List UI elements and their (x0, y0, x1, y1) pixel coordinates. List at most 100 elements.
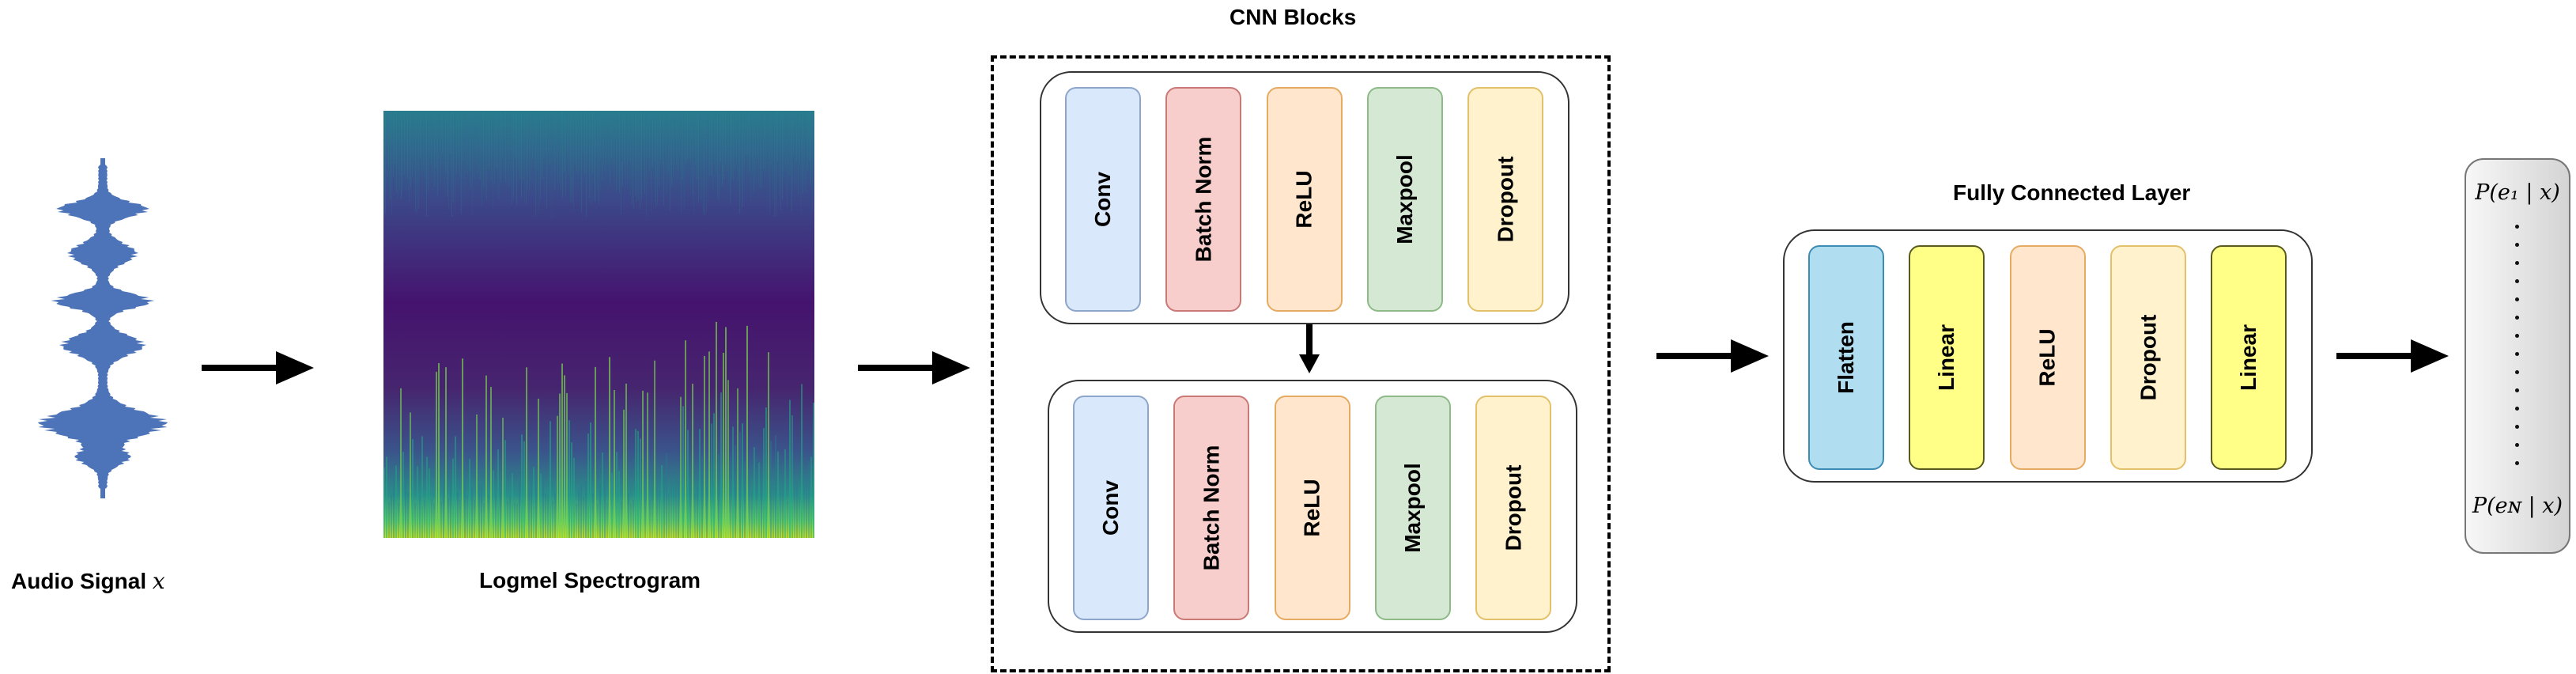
block2-dropout-layer: Dropout (1475, 396, 1551, 620)
spectrogram-band (791, 111, 792, 212)
spectrogram-band (470, 111, 471, 188)
spectrogram-streak (388, 502, 390, 538)
spectrogram-band (625, 111, 626, 188)
spectrogram-band (554, 111, 555, 190)
spectrogram-band (567, 111, 568, 155)
spectrogram-streak (735, 445, 736, 538)
spectrogram-band (458, 111, 459, 158)
spectrogram-band (434, 111, 435, 187)
spectrogram-streak (692, 384, 693, 538)
spectrogram-streak (640, 438, 641, 538)
spectrogram-band (739, 111, 740, 214)
spectrogram-band (516, 111, 517, 205)
spectrogram-streak (538, 398, 539, 538)
spectrogram-band (475, 111, 476, 163)
spectrogram-streak (654, 360, 655, 538)
spectrogram-streak (464, 474, 466, 538)
spectrogram-streak (666, 452, 667, 538)
spectrogram-band (428, 111, 429, 193)
spectrogram-streak (685, 340, 686, 538)
spectrogram-band (777, 111, 778, 161)
spectrogram-band (586, 111, 587, 217)
spectrogram-band (676, 111, 677, 165)
audio-waveform (37, 158, 168, 498)
spectrogram-band (439, 111, 440, 160)
spectrogram-band (477, 111, 478, 175)
spectrogram-streak (777, 451, 779, 538)
spectrogram-band (643, 111, 644, 154)
spectrogram-band (526, 111, 527, 205)
spectrogram-band (693, 111, 694, 213)
spectrogram-band (690, 111, 691, 161)
spectrogram-streak (542, 475, 544, 538)
spectrogram-band (728, 111, 729, 188)
spectrogram-streak (633, 500, 634, 538)
spectrogram-streak (644, 495, 646, 538)
spectrogram-band (429, 111, 430, 157)
spectrogram-streak (471, 487, 473, 538)
spectrogram-band (614, 111, 615, 165)
spectrogram-band (760, 111, 761, 189)
spectrogram-band (709, 111, 710, 176)
spectrogram-band (654, 111, 655, 162)
spectrogram-streak (737, 388, 738, 538)
spectrogram-band (655, 111, 656, 208)
spectrogram-band (507, 111, 508, 174)
spectrogram-streak (739, 432, 741, 538)
spectrogram-streak (711, 423, 712, 538)
spectrogram-streak (573, 457, 575, 538)
spectrogram-streak (410, 412, 411, 538)
spectrogram-streak (448, 498, 449, 538)
spectrogram-band (725, 111, 726, 165)
block2-maxpool-layer: Maxpool (1375, 396, 1451, 620)
spectrogram-band (674, 111, 675, 162)
spectrogram-band (483, 111, 484, 187)
spectrogram-streak (689, 480, 691, 538)
spectrogram-streak (630, 503, 632, 538)
spectrogram-band (730, 111, 731, 204)
spectrogram-streak (535, 475, 537, 538)
spectrogram-streak (431, 498, 432, 538)
fc-dropout-layer: Dropout (2110, 245, 2186, 470)
spectrogram-band (461, 111, 462, 214)
spectrogram-streak (614, 389, 615, 538)
spectrogram-band (440, 111, 441, 185)
spectrogram-band (500, 111, 501, 183)
spectrogram-band (450, 111, 451, 154)
spectrogram-band (595, 111, 596, 202)
spectrogram-band (600, 111, 601, 161)
spectrogram-band (772, 111, 773, 200)
spectrogram-band (662, 111, 663, 164)
spectrogram-streak (758, 462, 760, 538)
spectrogram-streak (732, 426, 734, 538)
spectrogram-streak (772, 483, 774, 538)
spectrogram-streak (583, 497, 584, 538)
spectrogram-band (545, 111, 546, 155)
fc-layer-title: Fully Connected Layer (1953, 180, 2191, 205)
spectrogram-band (480, 111, 481, 180)
spectrogram-streak (429, 468, 430, 538)
spectrogram-streak (509, 496, 511, 538)
logmel-spectrogram (383, 111, 814, 538)
spectrogram-band (409, 111, 410, 202)
spectrogram-streak (725, 327, 727, 538)
spectrogram-band (636, 111, 637, 202)
spectrogram-band (575, 111, 576, 165)
spectrogram-streak (474, 500, 475, 538)
spectrogram-band (508, 111, 509, 186)
spectrogram-streak (765, 407, 767, 538)
spectrogram-band (750, 111, 751, 203)
spectrogram-streak (756, 458, 757, 538)
spectrogram-streak (656, 477, 658, 538)
spectrogram-streak (659, 490, 660, 538)
spectrogram-caption: Logmel Spectrogram (479, 568, 701, 593)
spectrogram-band (396, 111, 397, 194)
spectrogram-band (774, 111, 775, 218)
spectrogram-streak (668, 493, 670, 538)
spectrogram-streak (611, 472, 613, 538)
spectrogram-band (700, 111, 701, 199)
spectrogram-streak (571, 442, 572, 538)
spectrogram-band (489, 111, 490, 170)
spectrogram-band (402, 111, 403, 193)
spectrogram-streak (701, 456, 703, 538)
